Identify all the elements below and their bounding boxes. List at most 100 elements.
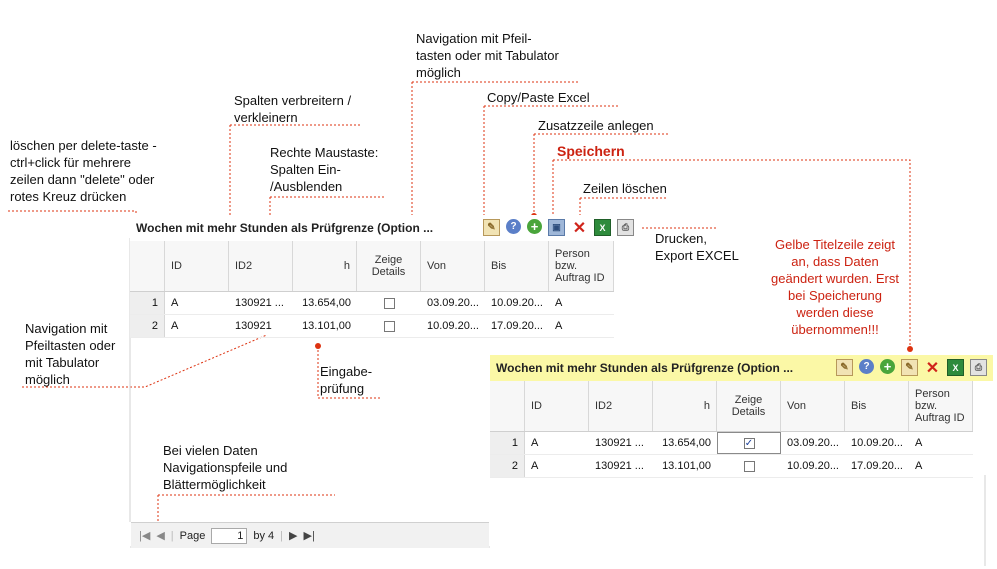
row-number: 1 [490,432,525,454]
header-von[interactable]: Von [421,241,485,291]
annotation-column-resize: Spalten verbreitern / verkleinern [234,93,352,125]
cell-details[interactable]: ✓ [717,432,781,454]
header-details[interactable]: Zeige Details [717,381,781,431]
cell-id2[interactable]: 130921 ... [595,460,644,472]
first-page-icon[interactable]: |◀ [139,530,151,542]
annotation-print-export: Drucken, Export EXCEL [655,231,739,263]
details-checkbox-checked[interactable]: ✓ [743,437,755,449]
cell-id[interactable]: A [531,460,539,472]
header-person[interactable]: Person bzw. Auftrag ID [549,241,614,291]
grid-title: Wochen mit mehr Stunden als Prüfgrenze (… [496,361,794,375]
help-icon[interactable]: ? [859,359,874,374]
annotation-copy-paste: Copy/Paste Excel [487,90,590,105]
table-row[interactable]: 1 A 130921 ... 13.654,00 03.09.20... 10.… [130,292,614,315]
table-row[interactable]: 2 A 130921 ... 13.101,00 10.09.20... 17.… [490,455,973,478]
cell-von[interactable]: 10.09.20... [427,320,479,332]
row-number: 1 [130,292,165,314]
details-checkbox[interactable] [383,297,395,309]
cell-details[interactable] [357,315,421,337]
cell-h[interactable]: 13.101,00 [662,460,711,472]
add-row-icon[interactable]: + [880,359,895,374]
header-id[interactable]: ID [525,381,589,431]
grid-header: ID ID2 h Zeige Details Von Bis Person bz… [130,241,614,292]
header-von[interactable]: Von [781,381,845,431]
prev-page-icon[interactable]: ◀ [156,530,165,542]
header-details[interactable]: Zeige Details [357,241,421,291]
header-h[interactable]: h [653,381,717,431]
grid-header: ID ID2 h Zeige Details Von Bis Person bz… [490,381,973,432]
cell-id[interactable]: A [171,297,179,309]
cell-bis[interactable]: 17.09.20... [851,460,903,472]
help-icon[interactable]: ? [506,219,521,234]
save-icon[interactable]: ▣ [548,219,565,236]
annotation-delete-rows: Zeilen löschen [583,181,667,196]
annotation-navigation-left: Navigation mit Pfeiltasten oder mit Tabu… [25,321,116,387]
grid-toolbar: ✎ ? + ✎ ✕ X ⎙ [836,359,987,377]
annotation-save: Speichern [557,143,625,159]
header-id2[interactable]: ID2 [589,381,653,431]
page-input[interactable]: 1 [211,527,248,544]
cell-details[interactable] [717,455,781,477]
cell-von[interactable]: 03.09.20... [787,437,839,449]
annotation-navigation-top: Navigation mit Pfeil- tasten oder mit Ta… [416,31,559,80]
grid-changed: Wochen mit mehr Stunden als Prüfgrenze (… [490,355,993,478]
cell-id[interactable]: A [171,320,179,332]
next-page-icon[interactable]: ▶ [289,530,298,542]
edit-changed-icon[interactable]: ✎ [901,359,918,376]
excel-export-icon[interactable]: X [947,359,964,376]
cell-id[interactable]: A [531,437,539,449]
edit-icon[interactable]: ✎ [836,359,853,376]
header-rownum [490,381,525,431]
details-checkbox[interactable] [383,320,395,332]
header-id[interactable]: ID [165,241,229,291]
grid-toolbar: ✎ ? + ▣ ✕ X ⎙ [483,219,634,237]
annotation-delete: löschen per delete-taste - ctrl+click fü… [10,138,157,204]
cell-von[interactable]: 10.09.20... [787,460,839,472]
cell-person[interactable]: A [915,460,923,472]
row-number: 2 [490,455,525,477]
annotation-add-row: Zusatzzeile anlegen [538,118,654,133]
cell-h[interactable]: 13.654,00 [662,437,711,449]
annotation-column-visibility: Rechte Maustaste: Spalten Ein- /Ausblend… [270,145,379,194]
grid-original: Wochen mit mehr Stunden als Prüfgrenze (… [130,215,640,338]
excel-export-icon[interactable]: X [594,219,611,236]
cell-person[interactable]: A [555,297,563,309]
header-h[interactable]: h [293,241,357,291]
table-row[interactable]: 1 A 130921 ... 13.654,00 ✓ 03.09.20... 1… [490,432,973,455]
add-row-icon[interactable]: + [527,219,542,234]
pager-separator: | [170,529,174,542]
page-count: by 4 [253,529,275,542]
header-id2[interactable]: ID2 [229,241,293,291]
cell-details[interactable] [357,292,421,314]
cell-id2[interactable]: 130921 [235,320,272,332]
annotation-yellow-title: Gelbe Titelzeile zeigt an, dass Daten ge… [771,237,899,337]
annotation-paging: Bei vielen Daten Navigationspfeile und B… [163,443,288,492]
header-bis[interactable]: Bis [485,241,549,291]
cell-person[interactable]: A [915,437,923,449]
cell-bis[interactable]: 10.09.20... [491,297,543,309]
cell-bis[interactable]: 10.09.20... [851,437,903,449]
header-bis[interactable]: Bis [845,381,909,431]
cell-person[interactable]: A [555,320,563,332]
header-person[interactable]: Person bzw. Auftrag ID [909,381,973,431]
delete-icon[interactable]: ✕ [572,219,587,237]
table-row[interactable]: 2 A 130921 13.101,00 10.09.20... 17.09.2… [130,315,614,338]
delete-icon[interactable]: ✕ [925,359,940,377]
row-number: 2 [130,315,165,337]
annotation-validation: Eingabe- prüfung [320,364,373,396]
print-icon[interactable]: ⎙ [970,359,987,376]
grid-title: Wochen mit mehr Stunden als Prüfgrenze (… [136,221,434,235]
edit-icon[interactable]: ✎ [483,219,500,236]
page-label: Page [179,529,206,542]
cell-bis[interactable]: 17.09.20... [491,320,543,332]
cell-von[interactable]: 03.09.20... [427,297,479,309]
print-icon[interactable]: ⎙ [617,219,634,236]
last-page-icon[interactable]: ▶| [303,530,315,542]
pager-separator: | [280,529,284,542]
details-checkbox[interactable] [743,460,755,472]
cell-id2[interactable]: 130921 ... [235,297,284,309]
cell-h[interactable]: 13.654,00 [302,297,351,309]
header-rownum [130,241,165,291]
cell-id2[interactable]: 130921 ... [595,437,644,449]
cell-h[interactable]: 13.101,00 [302,320,351,332]
